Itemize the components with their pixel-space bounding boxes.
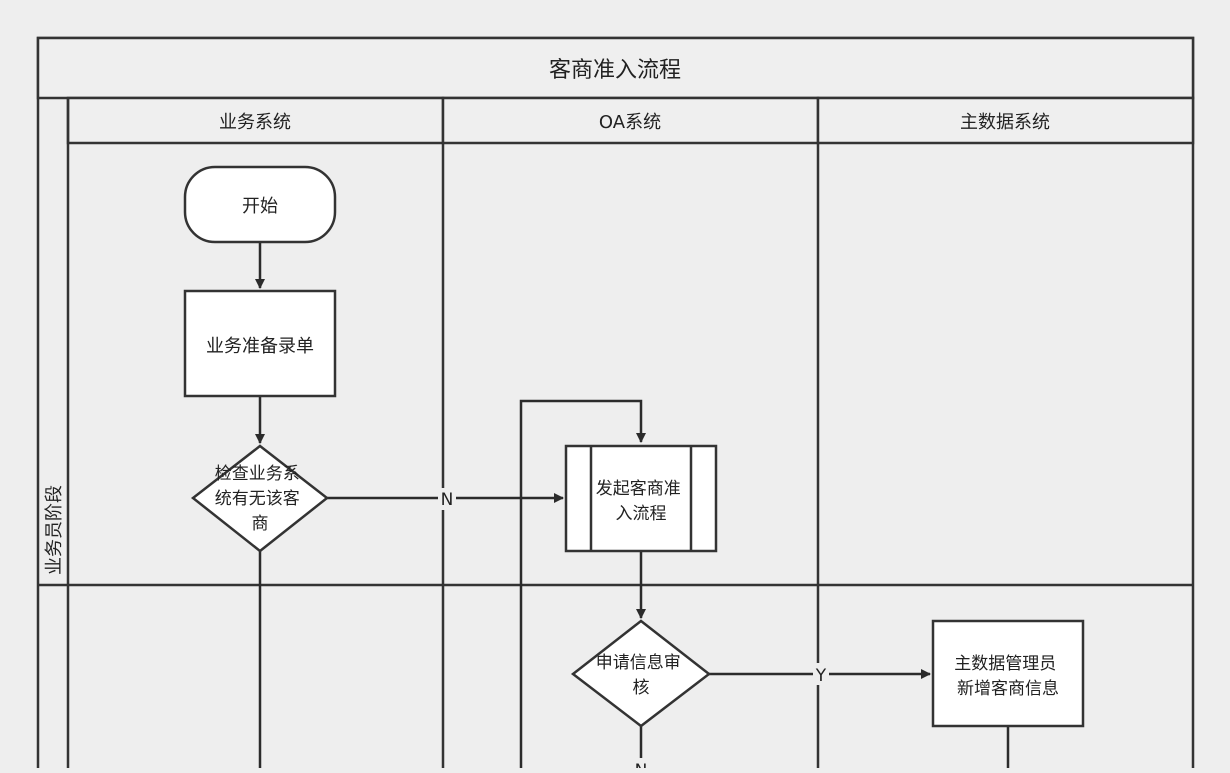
column-label-oa: OA系统 bbox=[599, 112, 661, 133]
column-label-master-data: 主数据系统 bbox=[960, 112, 1050, 133]
node-review-decision-label: 申请信息审 核 bbox=[596, 653, 686, 698]
node-add-customer-info[interactable] bbox=[931, 619, 1085, 728]
column-header-2 bbox=[441, 96, 820, 145]
edge-label-bg-y bbox=[813, 663, 829, 685]
node-start-label: 开始 bbox=[242, 196, 278, 217]
node-prepare-order[interactable] bbox=[183, 289, 337, 398]
column-header-1 bbox=[66, 96, 445, 145]
edge-label-review-no: N bbox=[635, 761, 648, 768]
node-check-decision[interactable] bbox=[190, 444, 330, 553]
node-check-decision-label: 检查业务系 统有无该客 商 bbox=[215, 464, 305, 534]
node-add-customer-info-label: 主数据管理员 新增客商信息 bbox=[954, 654, 1061, 699]
edge-label-review-yes: Y bbox=[815, 666, 827, 686]
edge-loop-back-to-launch bbox=[519, 399, 646, 773]
edge-label-bg-n2 bbox=[632, 758, 650, 770]
node-start[interactable] bbox=[183, 165, 337, 244]
title-bar bbox=[36, 36, 1195, 100]
diagram-title: 客商准入流程 bbox=[549, 58, 681, 83]
column-label-business: 业务系统 bbox=[219, 112, 291, 133]
lane-label-salesperson: 业务员阶段 bbox=[44, 485, 65, 575]
edge-label-bg-n bbox=[438, 488, 456, 510]
node-review-decision[interactable] bbox=[570, 619, 712, 728]
column-header-3 bbox=[816, 96, 1195, 145]
node-launch-process-label: 发起客商准 入流程 bbox=[596, 479, 686, 524]
edge-label-check-no: N bbox=[441, 490, 454, 510]
node-prepare-order-label: 业务准备录单 bbox=[206, 336, 314, 357]
